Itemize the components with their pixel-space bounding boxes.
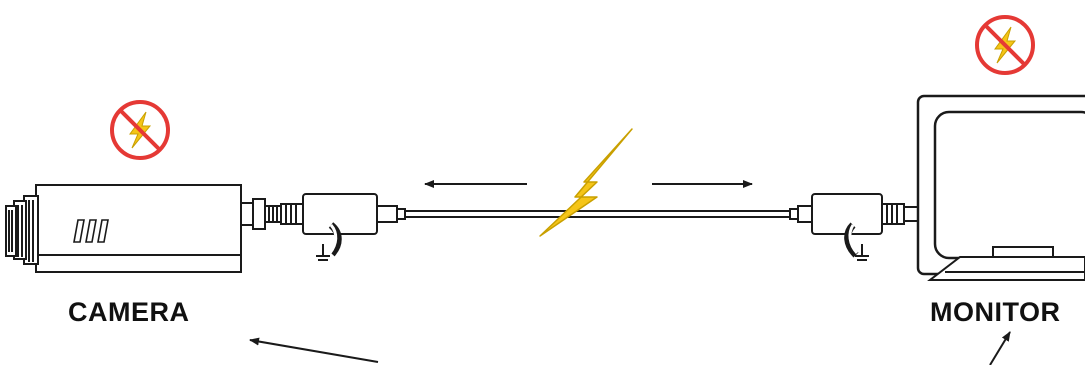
camera-logo	[73, 219, 109, 243]
camera-label: CAMERA	[68, 297, 190, 327]
pointer-arrow-monitor	[989, 331, 1011, 365]
camera-body	[5, 184, 282, 273]
right-bnc-connector	[789, 193, 919, 261]
lightning-bolt-icon	[539, 128, 633, 237]
left-bnc-connector	[280, 193, 406, 261]
pointer-arrow-camera	[249, 337, 379, 363]
coax-cable	[405, 210, 790, 218]
monitor-label: MONITOR	[930, 297, 1061, 327]
monitor	[916, 94, 1085, 281]
no-lightning-icon	[975, 15, 1035, 75]
no-lightning-icon	[110, 100, 170, 160]
